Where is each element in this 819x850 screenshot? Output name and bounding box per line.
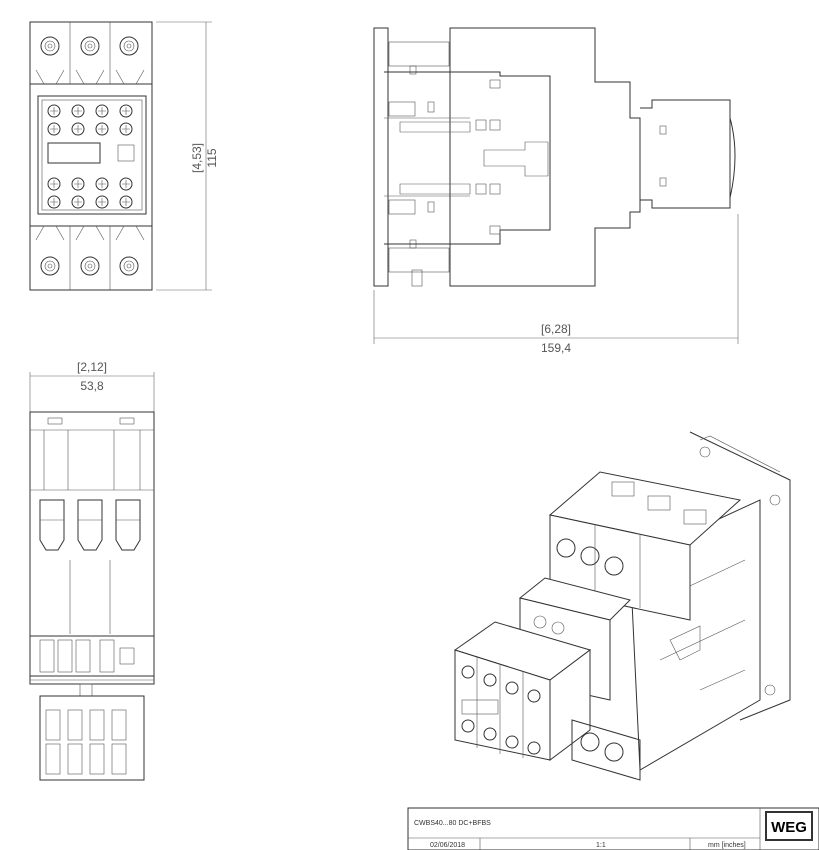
- scale-label: 1:1: [596, 842, 606, 849]
- height-dimension: [4,53] 115: [156, 21, 219, 291]
- width-mm-label: 159,4: [541, 341, 571, 355]
- aux-screws-bottom: [47, 177, 133, 209]
- depth-inches-label: [2,12]: [77, 360, 107, 374]
- isometric-view: [453, 431, 791, 781]
- width-dimension: [6,28] 159,4: [373, 214, 739, 355]
- depth-mm-label: 53,8: [80, 379, 104, 393]
- weg-logo: WEG: [771, 819, 807, 836]
- title-block: CWBS40...80 DC+BFBS 02/06/2018 1:1 mm [i…: [407, 807, 819, 850]
- units-label: mm [inches]: [708, 842, 746, 849]
- model-label: CWBS40...80 DC+BFBS: [414, 820, 491, 827]
- height-mm-label: 115: [205, 148, 219, 167]
- aux-screws-top: [47, 104, 133, 136]
- height-inches-label: [4,53]: [190, 143, 204, 173]
- side-view: [373, 27, 736, 287]
- top-view: [29, 411, 155, 781]
- front-view: [29, 21, 153, 291]
- date-label: 02/06/2018: [430, 842, 465, 849]
- depth-dimension: [2,12] 53,8: [29, 360, 155, 412]
- width-inches-label: [6,28]: [541, 322, 571, 336]
